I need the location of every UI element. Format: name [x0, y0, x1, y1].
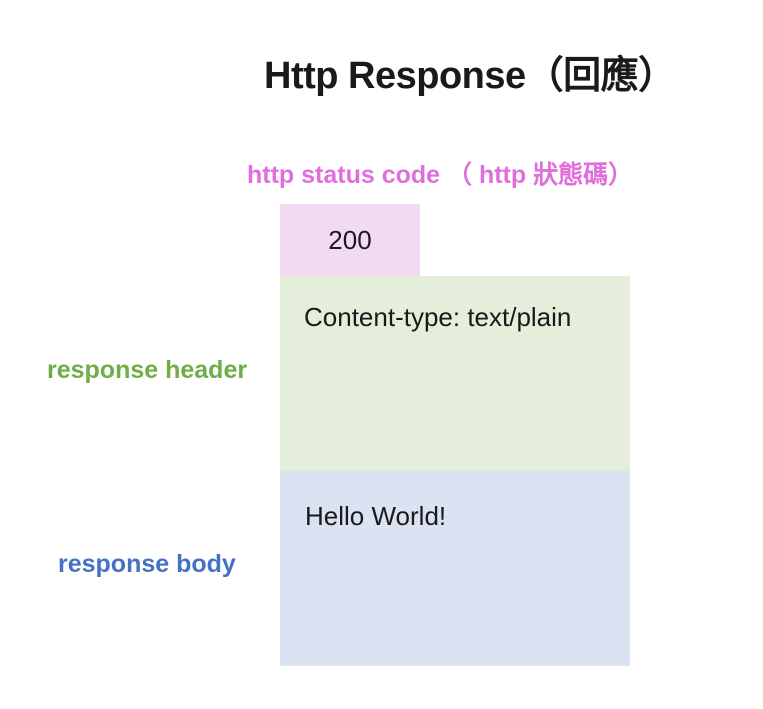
- status-code-box: 200: [280, 204, 420, 276]
- response-header-value: Content-type: text/plain: [304, 302, 572, 332]
- diagram-title: Http Response（回應）: [264, 55, 676, 97]
- status-code-value: 200: [328, 224, 372, 255]
- response-header-box: Content-type: text/plain: [280, 276, 630, 471]
- status-code-label: http status code （ http 狀態碼）: [247, 161, 634, 189]
- response-header-label: response header: [47, 356, 248, 384]
- response-body-box: Hello World!: [280, 471, 630, 666]
- response-body-label: response body: [58, 550, 236, 578]
- response-body-value: Hello World!: [305, 501, 447, 531]
